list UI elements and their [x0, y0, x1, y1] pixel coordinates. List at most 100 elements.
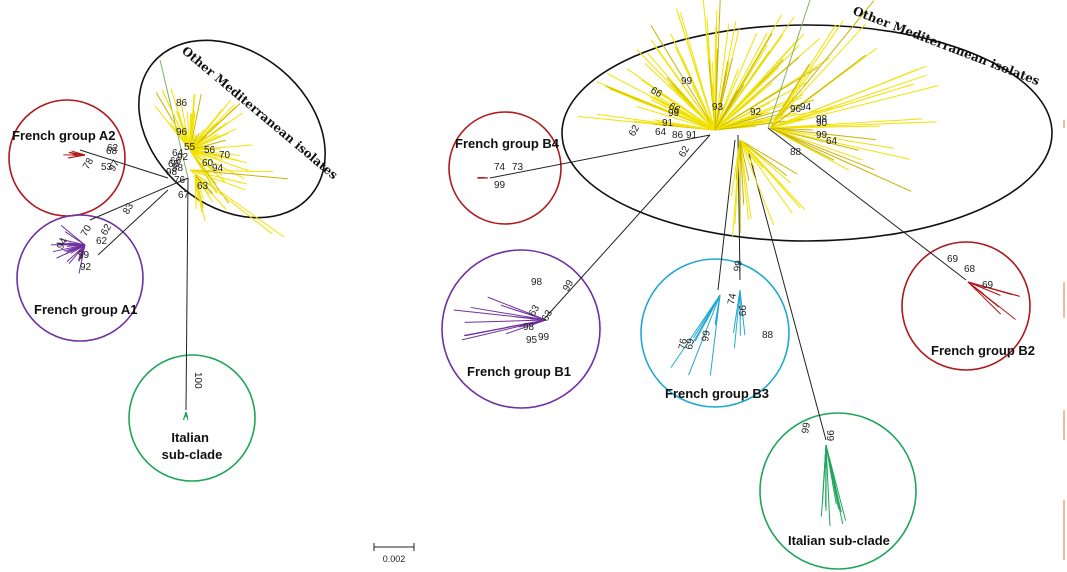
other-right-branch: [739, 139, 801, 208]
other-left-branch: [189, 149, 217, 185]
right-bootstrap-30: 99: [736, 305, 747, 317]
italian-right-branch: [825, 444, 844, 524]
other-left-branch: [189, 149, 252, 173]
a1-branch: [66, 244, 86, 253]
italian-right-branch: [825, 444, 847, 521]
right-bootstrap-9: 93: [712, 102, 724, 113]
left-bootstrap-17: 62: [96, 236, 108, 247]
french-b3-circle: [640, 258, 790, 408]
stem-left-long-green: [159, 59, 189, 179]
other-mediterranean-right-ellipse: [561, 24, 1053, 242]
b1-branch: [505, 319, 547, 335]
other-left-branch: [194, 174, 206, 222]
a1-branch: [77, 244, 86, 261]
right-bootstrap-5: 62: [627, 123, 642, 139]
other-right-branch: [654, 119, 716, 131]
right-bootstrap-8: 91: [686, 130, 698, 141]
other-right-branch: [769, 121, 937, 129]
b2-branch: [967, 281, 1012, 295]
left-bootstrap-8: 76: [174, 175, 186, 186]
right-bootstrap-3: 99: [668, 108, 680, 119]
french-b4-circle: [448, 111, 562, 225]
right-bootstrap-34: 88: [762, 330, 774, 341]
left-bootstrap-21: 64: [172, 148, 184, 159]
other-left-branch: [171, 119, 191, 151]
other-right-branch: [655, 46, 716, 131]
right-bootstrap-11: 92: [750, 107, 762, 118]
label-italian-left: Italian sub-clade: [162, 430, 223, 462]
right-bootstrap-22: 98: [531, 277, 543, 288]
left-bootstrap-28: 100: [192, 372, 203, 389]
other-left-branch: [189, 112, 244, 151]
other-left-long-branch: [189, 169, 288, 180]
other-right-branch: [769, 127, 863, 161]
french-a1-circle: [16, 214, 144, 342]
right-bootstrap-35: 74: [726, 292, 739, 305]
other-right-branch: [769, 63, 810, 129]
other-right-branch: [636, 106, 716, 131]
right-bootstrap-13: 94: [800, 102, 812, 113]
stem-right-b4: [489, 134, 711, 179]
other-right-branch: [769, 127, 876, 141]
right-bootstrap-40: 69: [982, 280, 994, 291]
left-bootstrap-13: 53: [101, 162, 113, 173]
other-right-branch: [739, 139, 798, 175]
right-bootstrap-37: 99: [824, 430, 835, 442]
other-right-branch: [714, 34, 784, 131]
other-mediterranean-left-ellipse: [138, 39, 326, 219]
scale-bar: 0.002: [373, 543, 415, 564]
right-bootstrap-27: 95: [526, 335, 538, 346]
other-left-branch: [154, 105, 191, 151]
other-right-branch: [739, 139, 752, 219]
right-bootstrap-23: 99: [561, 278, 576, 294]
other-right-branch: [650, 24, 716, 131]
other-right-branch: [641, 79, 716, 131]
right-bootstrap-10: 62: [677, 144, 692, 160]
other-right-branch: [714, 0, 721, 131]
right-bootstrap-33: 99: [700, 329, 713, 342]
other-right-branch: [739, 139, 745, 205]
other-left-branch: [189, 149, 230, 159]
left-bootstrap-20: 68: [106, 146, 118, 157]
b3-branch: [670, 294, 721, 368]
other-left-long-branch: [189, 169, 247, 185]
label-other-mediterranean-right: Other Mediterranean isolates: [851, 4, 1042, 88]
other-left-long-branch: [189, 169, 273, 173]
right-bootstrap-28: 99: [538, 332, 550, 343]
other-left-branch: [194, 174, 199, 203]
other-right-branch: [714, 112, 764, 131]
b3-branch: [692, 294, 721, 339]
left-bootstrap-1: 96: [176, 127, 188, 138]
stem-left-a2: [79, 149, 169, 179]
a1-branch: [79, 244, 86, 252]
right-bootstrap-29: 99: [732, 259, 745, 272]
right-bootstrap-32: 69: [684, 337, 697, 350]
other-right-branch: [714, 102, 771, 131]
italian-left-branch: [185, 411, 189, 419]
other-left-branch: [189, 149, 240, 156]
other-right-branch: [769, 127, 875, 171]
other-right-branch: [688, 75, 716, 131]
b3-branch: [688, 294, 721, 376]
left-bootstrap-22: 55: [184, 142, 196, 153]
other-right-branch: [714, 72, 727, 131]
other-right-branch: [714, 23, 730, 131]
clade-outlines: [8, 24, 1053, 570]
right-bootstrap-2: 66: [667, 101, 683, 116]
other-right-branch: [714, 33, 773, 131]
other-left-branch: [179, 127, 191, 151]
other-right-branch: [679, 12, 716, 131]
other-left-branch: [194, 174, 213, 194]
french-a2-circle: [8, 99, 126, 217]
right-bootstrap-25: 63: [540, 308, 555, 324]
label-italian-left-line2: sub-clade: [162, 447, 223, 462]
other-right-branch: [739, 139, 750, 181]
left-bootstrap-3: 70: [219, 150, 231, 161]
other-left-branch: [170, 88, 191, 151]
scale-bar-label: 0.002: [383, 554, 406, 564]
left-bootstrap-9: 83: [121, 201, 136, 217]
other-right-branch: [769, 127, 911, 160]
right-bootstrap-39: 68: [964, 264, 976, 275]
other-right-branch: [706, 17, 716, 131]
